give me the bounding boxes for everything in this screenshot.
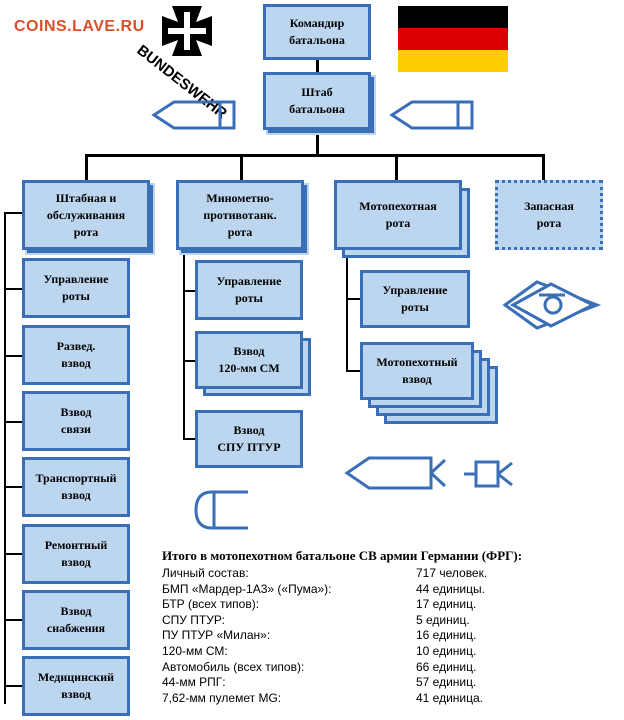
reserve-company-box: Запасная рота (495, 180, 603, 250)
summary-row: 44-мм РПГ: 57 единиц. (162, 675, 602, 691)
summary-label: СПУ ПТУР: (162, 612, 225, 627)
connector-hq-p1 (4, 288, 22, 290)
summary-label: БТР (всех типов): (162, 597, 260, 612)
summary-row: БМП «Мардер-1А3» («Пума»): 44 единицы. (162, 582, 602, 598)
antitank-symbol-icon (464, 460, 513, 488)
hq-platoon-box: Взвод связи (22, 391, 130, 451)
summary-value: 66 единиц. (416, 659, 477, 674)
infantry-platoon-box: Управление роты (360, 270, 470, 328)
connector-horizontal-bus (85, 154, 545, 157)
truck-symbol-icon (194, 490, 248, 530)
connector-drop-3 (395, 154, 398, 180)
connector-hq-p5 (4, 553, 22, 555)
mortar-platoon-box: Взвод СПУ ПТУР (195, 410, 303, 468)
summary-row: Автомобиль (всех типов): 66 единиц. (162, 660, 602, 676)
hq-platoon-box: Развед. взвод (22, 325, 130, 385)
iron-cross-icon (162, 6, 212, 56)
summary-value: 17 единиц. (416, 597, 477, 612)
connector-mortar-p3 (183, 438, 195, 440)
summary-value: 5 единиц. (416, 612, 470, 627)
commander-box: Командир батальона (263, 4, 371, 60)
summary-row: 120-мм СМ: 10 единиц. (162, 644, 602, 660)
mortar-platoon-box: Взвод 120-мм СМ (195, 331, 303, 389)
summary-label: Автомобиль (всех типов): (162, 659, 305, 674)
connector-hq-p6 (4, 619, 22, 621)
summary-value: 717 человек. (416, 566, 488, 580)
hq-platoon-box: Транспортный взвод (22, 457, 130, 517)
summary-row: ПУ ПТУР «Милан»: 16 единиц. (162, 628, 602, 644)
connector-mortar-p1 (183, 290, 195, 292)
summary-row: 7,62-мм пулемет MG: 41 единица. (162, 691, 602, 707)
mortar-platoon-box: Управление роты (195, 260, 303, 320)
vehicle-symbol-icon (151, 100, 236, 130)
summary-label: 44-мм РПГ: (162, 675, 226, 690)
connector-hq-company-top (4, 212, 22, 214)
connector-drop-1 (85, 154, 88, 182)
connector-hq-company-spine (4, 212, 6, 704)
connector-mortar-spine (183, 250, 185, 440)
summary-value: 10 единиц. (416, 643, 477, 658)
summary-value: 44 единицы. (416, 581, 485, 596)
infantry-platoon-box: Мотопехотный взвод (360, 342, 474, 400)
connector-drop-2 (240, 154, 243, 180)
connector-hq-p7 (4, 685, 22, 687)
connector-hq-p3 (4, 421, 22, 423)
summary-row: Личный состав: 717 человек. (162, 566, 602, 582)
vehicle-symbol-icon (389, 100, 474, 130)
summary-label: Личный состав: (162, 566, 249, 580)
watermark: COINS.LAVE.RU (14, 18, 145, 35)
recon-diamond-icon (502, 280, 602, 330)
flag-stripe (398, 50, 508, 72)
summary-label: ПУ ПТУР «Милан»: (162, 628, 271, 643)
hq-platoon-box: Медицинский взвод (22, 656, 130, 716)
connector-hq-bus (316, 130, 319, 156)
hq-box: Штаб батальона (263, 72, 371, 130)
summary-title: Итого в мотопехотном батальоне СВ армии … (162, 548, 523, 563)
summary-label: БМП «Мардер-1А3» («Пума»): (162, 581, 332, 596)
flag-stripe (398, 6, 508, 28)
infantry-company-box: Мотопехотная рота (334, 180, 462, 250)
apc-symbol-icon (344, 456, 447, 490)
summary-label: 7,62-мм пулемет MG: (162, 690, 282, 705)
summary-value: 16 единиц. (416, 628, 477, 643)
hq-platoon-box: Взвод снабжения (22, 590, 130, 650)
bundeswehr-logo: BUNDESWEHR (134, 6, 230, 122)
connector-hq-p2 (4, 355, 22, 357)
hq-platoon-box: Ремонтный взвод (22, 524, 130, 584)
summary-row: СПУ ПТУР: 5 единиц. (162, 613, 602, 629)
mortar-company-box: Минометно- противотанк. рота (176, 180, 304, 250)
connector-infantry-p1 (346, 298, 360, 300)
connector-commander-hq (316, 60, 319, 72)
summary-block: Итого в мотопехотном батальоне СВ армии … (162, 548, 602, 706)
connector-mortar-p2 (183, 360, 195, 362)
summary-value: 41 единица. (416, 690, 484, 705)
connector-infantry-spine (346, 250, 348, 372)
connector-hq-p4 (4, 486, 22, 488)
germany-flag (398, 6, 508, 72)
hq-platoon-box: Управление роты (22, 258, 130, 318)
connector-drop-4 (542, 154, 545, 180)
flag-stripe (398, 28, 508, 50)
summary-value: 57 единиц. (416, 675, 477, 690)
summary-row: БТР (всех типов): 17 единиц. (162, 597, 602, 613)
summary-label: 120-мм СМ: (162, 643, 228, 658)
hq-company-box: Штабная и обслуживания рота (22, 180, 150, 250)
connector-infantry-p2 (346, 370, 360, 372)
